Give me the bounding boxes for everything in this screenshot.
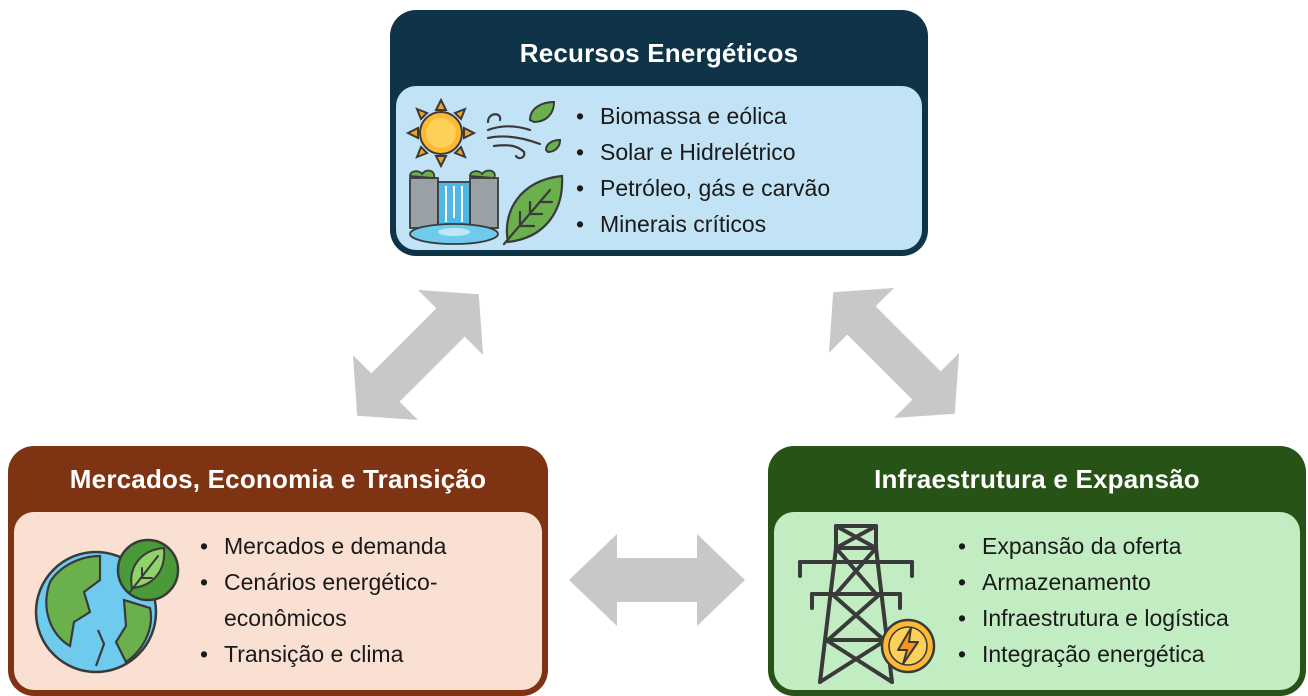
lightning-icon [880, 618, 936, 674]
mercados-body: Mercados e demanda Cenários energético- … [14, 512, 542, 690]
wind-icon [486, 100, 562, 160]
list-item: Mercados e demanda [196, 528, 446, 564]
recursos-list: Biomassa e eólica Solar e Hidrelétrico P… [572, 98, 830, 242]
list-item: Armazenamento [954, 564, 1229, 600]
recursos-title: Recursos Energéticos [519, 38, 799, 68]
arrow-recursos-mercados [352, 289, 484, 421]
mercados-list: Mercados e demanda Cenários energético- … [196, 528, 446, 672]
list-item: Biomassa e eólica [572, 98, 830, 134]
waterfall-icon [409, 169, 499, 245]
list-item: Integração energética [954, 636, 1229, 672]
list-item: Infraestrutura e logística [954, 600, 1229, 636]
list-item: Minerais críticos [572, 206, 830, 242]
mercados-title: Mercados, Economia e Transição [69, 464, 487, 494]
leaf-icon [502, 174, 564, 246]
infra-list: Expansão da oferta Armazenamento Infraes… [954, 528, 1229, 672]
list-item: Solar e Hidrelétrico [572, 134, 830, 170]
arrow-recursos-infra [828, 287, 960, 419]
list-item: Expansão da oferta [954, 528, 1229, 564]
list-item: Transição e clima [196, 636, 446, 672]
transmission-tower-icon [798, 524, 914, 684]
recursos-body: Biomassa e eólica Solar e Hidrelétrico P… [396, 86, 922, 250]
list-item: Petróleo, gás e carvão [572, 170, 830, 206]
list-item: Cenários energético- [196, 564, 446, 600]
globe-leaf-icon [34, 538, 180, 674]
infraestrutura-expansao-box: Infraestrutura e Expansão Expans [768, 446, 1306, 696]
recursos-energeticos-box: Recursos Energéticos [390, 10, 928, 256]
arrow-mercados-infra [569, 534, 745, 626]
mercados-economia-box: Mercados, Economia e Transição Mercados … [8, 446, 548, 696]
infra-body: Expansão da oferta Armazenamento Infraes… [774, 512, 1300, 690]
sun-icon [406, 98, 476, 168]
infra-title: Infraestrutura e Expansão [874, 464, 1200, 494]
list-item-continuation: econômicos [224, 605, 347, 631]
